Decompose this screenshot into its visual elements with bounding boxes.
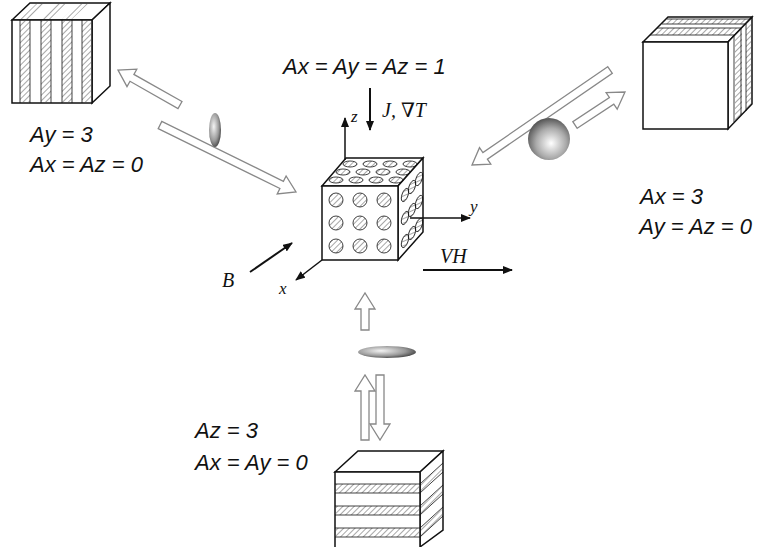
hollow-arrow bbox=[158, 121, 296, 193]
condition-label: Ax = 3 bbox=[640, 186, 703, 208]
vector-label: B bbox=[222, 270, 234, 290]
isotropic-cube bbox=[322, 158, 424, 260]
inclusion-dot bbox=[383, 161, 397, 167]
layered-cube-z bbox=[335, 451, 443, 547]
inclusion-dot bbox=[403, 161, 417, 167]
inclusion-dot bbox=[377, 193, 391, 207]
condition-label: Ax = Az = 0 bbox=[30, 154, 143, 176]
inclusion-dot bbox=[356, 169, 370, 175]
needle-inclusion bbox=[209, 113, 221, 147]
hollow-arrow bbox=[118, 69, 182, 108]
axis-label: x bbox=[279, 280, 287, 297]
layered-cube-y bbox=[12, 3, 110, 103]
inclusion-dot bbox=[414, 217, 424, 232]
inclusion-dot bbox=[329, 239, 343, 253]
inclusion-dot bbox=[343, 161, 357, 167]
inclusion-dot bbox=[329, 193, 343, 207]
inclusion-dot bbox=[376, 169, 390, 175]
hollow-arrow bbox=[573, 92, 625, 128]
hollow-arrow bbox=[472, 67, 612, 165]
inclusion-dot bbox=[329, 177, 343, 183]
axis-label: y bbox=[470, 198, 478, 215]
layered-cube-x bbox=[643, 17, 752, 129]
hollow-arrow bbox=[370, 375, 390, 440]
plate-inclusion bbox=[358, 346, 416, 358]
inclusion-dot bbox=[329, 216, 343, 230]
inclusion-dot bbox=[353, 239, 367, 253]
vector-label: VH bbox=[440, 246, 467, 266]
condition-label: Ay = 3 bbox=[30, 124, 93, 146]
inclusion-dot bbox=[336, 169, 350, 175]
condition-label: Ax = Ay = Az = 1 bbox=[283, 56, 446, 78]
condition-label: Ay = Az = 0 bbox=[639, 216, 752, 238]
hollow-arrows bbox=[118, 67, 625, 440]
inclusion-dot bbox=[414, 171, 424, 186]
inclusion-dot bbox=[353, 216, 367, 230]
inclusion-dot bbox=[414, 194, 424, 209]
inclusion-dot bbox=[369, 177, 383, 183]
inclusion-dot bbox=[363, 161, 377, 167]
inclusion-dot bbox=[389, 177, 403, 183]
inclusion-dot bbox=[349, 177, 363, 183]
inclusion-dot bbox=[377, 239, 391, 253]
hollow-arrow bbox=[355, 293, 375, 330]
hollow-arrow bbox=[355, 375, 375, 440]
inclusion-dot bbox=[396, 169, 410, 175]
condition-label: Ax = Ay = 0 bbox=[195, 452, 308, 474]
axes bbox=[250, 88, 512, 280]
axis-label: z bbox=[351, 108, 358, 125]
inclusion-dot bbox=[353, 193, 367, 207]
disk-inclusion bbox=[528, 118, 570, 160]
inclusion-dot bbox=[377, 216, 391, 230]
condition-label: Az = 3 bbox=[195, 420, 258, 442]
vector-label: J, ∇T bbox=[382, 100, 426, 120]
